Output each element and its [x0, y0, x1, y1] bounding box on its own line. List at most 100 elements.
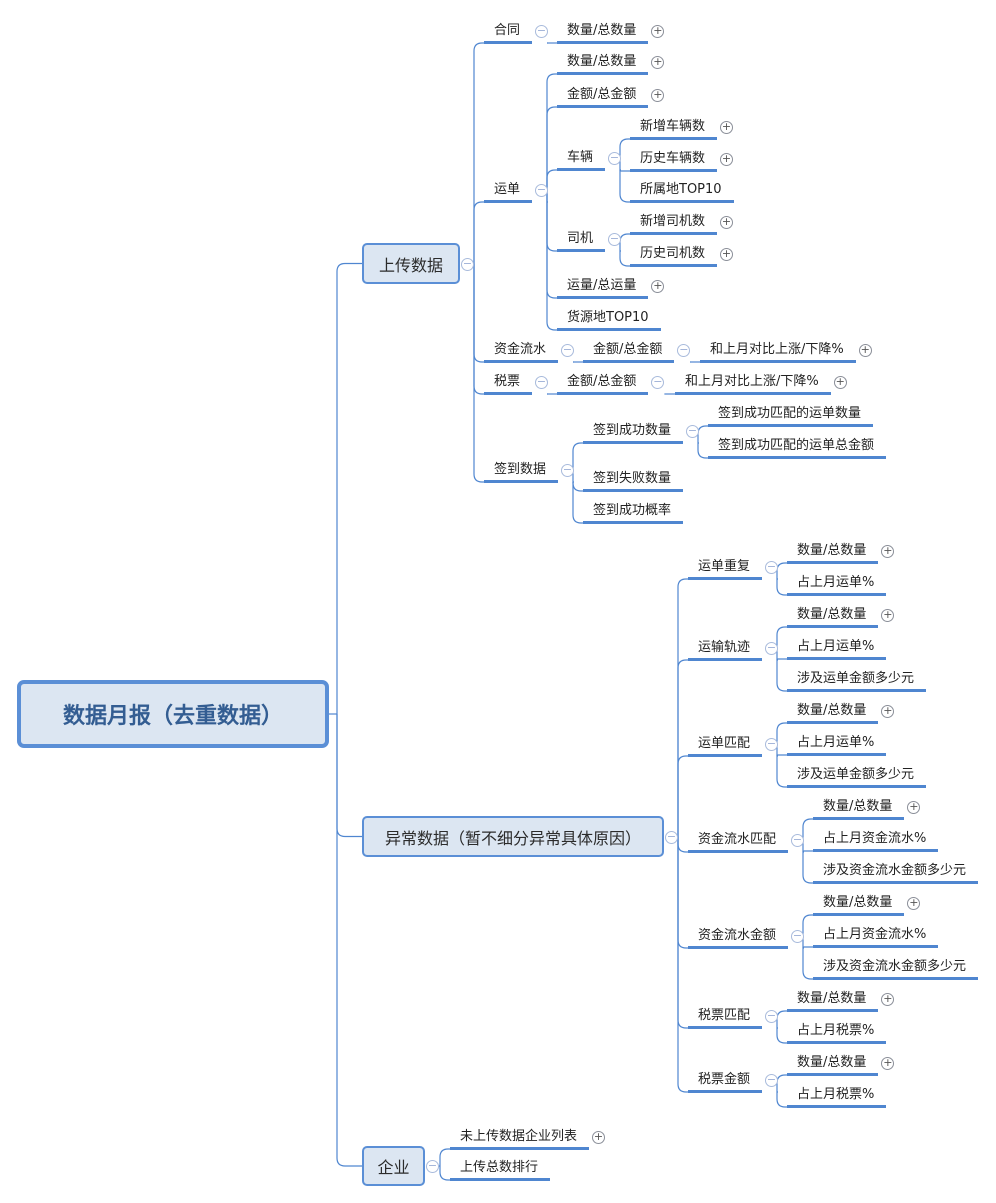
- expand-icon[interactable]: +: [907, 896, 921, 910]
- collapse-icon[interactable]: −: [765, 1009, 779, 1023]
- main-topic[interactable]: 异常数据（暂不细分异常具体原因）: [362, 816, 664, 857]
- subtopic[interactable]: 运单−: [484, 180, 549, 203]
- subtopic[interactable]: 资金流水金额−: [688, 926, 805, 949]
- leaf-topic[interactable]: 涉及资金流水金额多少元: [813, 957, 979, 980]
- subtopic[interactable]: 税票金额−: [688, 1070, 779, 1093]
- leaf-topic[interactable]: 数量/总数量+: [813, 893, 921, 916]
- leaf-topic[interactable]: 历史车辆数+: [630, 149, 734, 172]
- collapse-icon[interactable]: −: [686, 424, 700, 438]
- leaf-topic[interactable]: 数量/总数量+: [557, 52, 665, 75]
- collapse-icon[interactable]: −: [426, 1159, 439, 1173]
- leaf-topic[interactable]: 新增司机数+: [630, 212, 734, 235]
- expand-icon[interactable]: +: [881, 704, 895, 718]
- leaf-topic[interactable]: 占上月运单%: [787, 573, 887, 596]
- subtopic[interactable]: 运输轨迹−: [688, 638, 779, 661]
- leaf-topic[interactable]: 签到失败数量: [583, 469, 684, 492]
- leaf-topic[interactable]: 涉及资金流水金额多少元: [813, 861, 979, 884]
- subtopic[interactable]: 车辆−: [557, 148, 622, 171]
- subtopic[interactable]: 签到成功数量−: [583, 421, 700, 444]
- leaf-topic[interactable]: 历史司机数+: [630, 244, 734, 267]
- leaf-topic[interactable]: 上传总数排行: [450, 1158, 551, 1181]
- expand-icon[interactable]: +: [907, 800, 921, 814]
- expand-icon[interactable]: +: [833, 375, 847, 389]
- subtopic[interactable]: 金额/总金额−: [557, 372, 665, 395]
- topic-label: 和上月对比上涨/下降%: [710, 342, 844, 357]
- collapse-icon[interactable]: −: [608, 151, 622, 165]
- expand-icon[interactable]: +: [858, 343, 872, 357]
- main-topic[interactable]: 企业: [362, 1146, 425, 1186]
- expand-icon[interactable]: +: [720, 215, 734, 229]
- leaf-topic[interactable]: 签到成功概率: [583, 501, 684, 524]
- subtopic[interactable]: 税票−: [484, 372, 549, 395]
- collapse-icon[interactable]: −: [765, 1073, 779, 1087]
- leaf-topic[interactable]: 数量/总数量+: [787, 1053, 895, 1076]
- leaf-topic[interactable]: 数量/总数量+: [787, 605, 895, 628]
- collapse-icon[interactable]: −: [677, 343, 691, 357]
- leaf-topic[interactable]: 占上月税票%: [787, 1021, 887, 1044]
- leaf-topic[interactable]: 数量/总数量+: [787, 541, 895, 564]
- collapse-icon[interactable]: −: [535, 375, 549, 389]
- expand-icon[interactable]: +: [720, 152, 734, 166]
- collapse-icon[interactable]: −: [765, 737, 779, 751]
- collapse-icon[interactable]: −: [765, 641, 779, 655]
- leaf-topic[interactable]: 数量/总数量+: [557, 21, 665, 44]
- subtopic[interactable]: 金额/总金额−: [583, 340, 691, 363]
- connector-line: [776, 1028, 787, 1044]
- collapse-icon[interactable]: −: [791, 833, 805, 847]
- root-topic[interactable]: 数据月报（去重数据）: [17, 680, 329, 748]
- subtopic[interactable]: 资金流水匹配−: [688, 830, 805, 853]
- expand-icon[interactable]: +: [651, 88, 665, 102]
- collapse-icon[interactable]: −: [765, 560, 779, 574]
- subtopic[interactable]: 签到数据−: [484, 460, 575, 483]
- subtopic[interactable]: 资金流水−: [484, 340, 575, 363]
- subtopic[interactable]: 运单匹配−: [688, 734, 779, 757]
- expand-icon[interactable]: +: [720, 120, 734, 134]
- leaf-topic[interactable]: 和上月对比上涨/下降% +: [700, 340, 872, 363]
- expand-icon[interactable]: +: [651, 55, 665, 69]
- collapse-icon[interactable]: −: [535, 183, 549, 197]
- leaf-topic[interactable]: 运量/总运量+: [557, 276, 665, 299]
- leaf-topic[interactable]: 数量/总数量+: [787, 701, 895, 724]
- collapse-icon[interactable]: −: [651, 375, 665, 389]
- leaf-topic[interactable]: 占上月运单%: [787, 733, 887, 756]
- collapse-icon[interactable]: −: [561, 343, 575, 357]
- expand-icon[interactable]: +: [881, 608, 895, 622]
- leaf-topic[interactable]: 签到成功匹配的运单总金额: [708, 436, 887, 459]
- expand-icon[interactable]: +: [881, 1056, 895, 1070]
- leaf-topic[interactable]: 数量/总数量+: [813, 797, 921, 820]
- leaf-topic[interactable]: 占上月运单%: [787, 637, 887, 660]
- collapse-icon[interactable]: −: [561, 463, 575, 477]
- collapse-icon[interactable]: −: [791, 929, 805, 943]
- connector-line: [677, 836, 688, 853]
- expand-icon[interactable]: +: [881, 544, 895, 558]
- subtopic[interactable]: 运单重复−: [688, 557, 779, 580]
- leaf-topic[interactable]: 占上月资金流水%: [813, 829, 939, 852]
- leaf-topic[interactable]: 涉及运单金额多少元: [787, 669, 927, 692]
- subtopic[interactable]: 税票匹配−: [688, 1006, 779, 1029]
- expand-icon[interactable]: +: [592, 1130, 606, 1144]
- expand-icon[interactable]: +: [720, 247, 734, 261]
- expand-icon[interactable]: +: [651, 279, 665, 293]
- subtopic[interactable]: 合同−: [484, 21, 549, 44]
- leaf-topic[interactable]: 货源地TOP10: [557, 308, 661, 331]
- main-topic[interactable]: 上传数据: [362, 243, 460, 284]
- leaf-topic[interactable]: 涉及运单金额多少元: [787, 765, 927, 788]
- subtopic[interactable]: 司机−: [557, 229, 622, 252]
- collapse-icon[interactable]: −: [665, 829, 678, 844]
- topic-label: 涉及资金流水金额多少元: [823, 863, 967, 878]
- leaf-topic[interactable]: 未上传数据企业列表+: [450, 1127, 606, 1150]
- leaf-topic[interactable]: 新增车辆数+: [630, 117, 734, 140]
- collapse-icon[interactable]: −: [608, 232, 622, 246]
- expand-icon[interactable]: +: [881, 992, 895, 1006]
- leaf-topic[interactable]: 和上月对比上涨/下降%+: [675, 372, 847, 395]
- connector-line: [776, 1074, 787, 1092]
- leaf-topic[interactable]: 占上月税票%: [787, 1085, 887, 1108]
- leaf-topic[interactable]: 所属地TOP10: [630, 180, 734, 203]
- collapse-icon[interactable]: −: [535, 24, 549, 38]
- leaf-topic[interactable]: 签到成功匹配的运单数量: [708, 404, 874, 427]
- leaf-topic[interactable]: 占上月资金流水%: [813, 925, 939, 948]
- leaf-topic[interactable]: 金额/总金额+: [557, 85, 665, 108]
- expand-icon[interactable]: +: [651, 24, 665, 38]
- collapse-icon[interactable]: −: [461, 256, 474, 271]
- leaf-topic[interactable]: 数量/总数量+: [787, 989, 895, 1012]
